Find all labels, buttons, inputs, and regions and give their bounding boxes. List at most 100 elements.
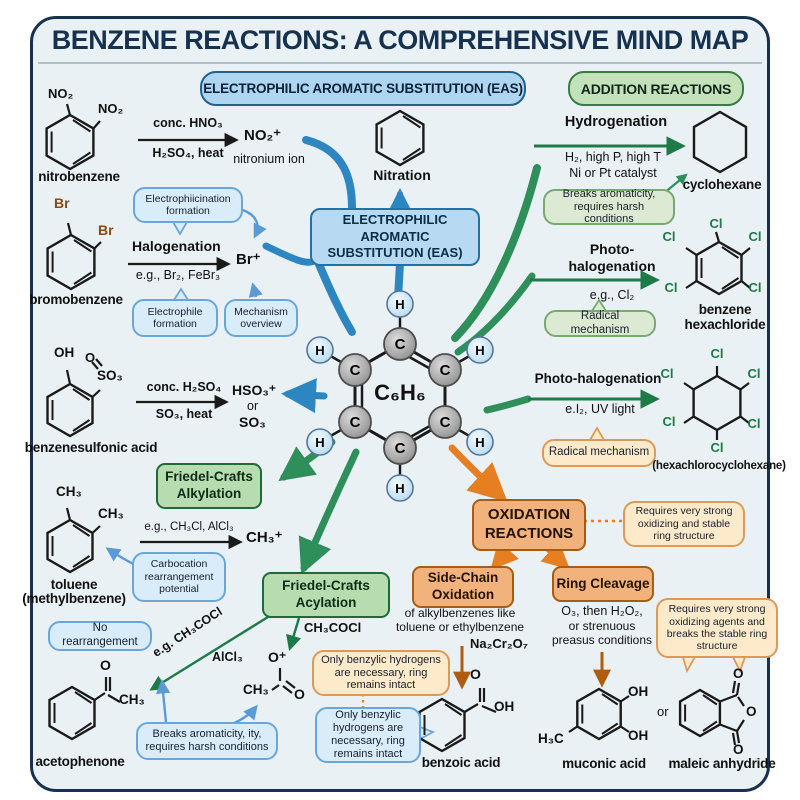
acylium-o-plus: O⁺ <box>268 649 287 665</box>
ring-cleavage-cond2: or strenuous <box>568 619 636 633</box>
muconic-h3c: H₃C <box>538 731 564 746</box>
benzoic-acid-name: benzoic acid <box>421 755 501 770</box>
hydrogen-label: H <box>475 343 484 358</box>
side-chain-oxidation-box: Side-Chain Oxidation <box>412 566 514 608</box>
hydrogenation-title: Hydrogenation <box>564 114 668 130</box>
electrophile-formation-bubble: Electrophile formation <box>132 299 218 337</box>
side-chain-line2: Oxidation <box>431 587 495 602</box>
reaction-arrows <box>128 132 688 691</box>
hydrogenation-cond1: H₂, high P, high T <box>564 150 662 164</box>
cyclohexane-name: cyclohexane <box>682 177 762 192</box>
photohal1-title: Photo- halogenation <box>566 241 658 275</box>
maleic-o-bottom: O <box>733 742 744 757</box>
fc-alkylation-line2: Alkylation <box>176 486 242 501</box>
carbon-atoms: C C C C C C <box>338 327 462 465</box>
photohal2-reagents: e.I₂, UV light <box>565 402 635 416</box>
br-right-label: Br <box>98 222 114 238</box>
alkylation-reagents: e.g., CH₃Cl, AlCl₃ <box>144 521 234 533</box>
only-benzylic-orange-bubble: Only benzylic hydrogens are necessary, r… <box>312 650 450 696</box>
hydrogen-label: H <box>395 297 404 312</box>
hydrogen-atoms: H H H H H H <box>306 290 494 502</box>
side-chain-desc2: toluene or ethylbenzene <box>395 620 525 634</box>
cl-label: Cl <box>664 280 678 295</box>
fc-alkylation-box: Friedel-Crafts Alkylation <box>156 463 262 509</box>
cl-label: Cl <box>660 366 674 381</box>
dichromate-reagent: Na₂Cr₂O₇ <box>470 636 528 651</box>
photohal1-title-line2: halogenation <box>568 257 656 274</box>
cl-label: Cl <box>747 366 761 381</box>
photohal1-title-line1: Photo- <box>589 241 635 257</box>
benzoic-oh-label: OH <box>494 699 515 714</box>
no2-right-label: NO₂ <box>98 101 124 116</box>
requires-strong-agents-bubble: Requires very strong oxidizing agents an… <box>656 598 778 658</box>
nitration-reagent-top: conc. HNO₃ <box>153 116 223 130</box>
nitration-label: Nitration <box>373 167 431 183</box>
radical-mechanism-orange-bubble: Radical mechanism <box>542 439 656 467</box>
hydrogen-label: H <box>395 481 404 496</box>
cyclohexane-structure <box>692 110 748 174</box>
maleic-anhydride-structure <box>678 680 745 746</box>
oxidation-reactions-box: OXIDATION REACTIONS <box>472 499 586 551</box>
benzenesulfonic-acid-structure <box>46 358 103 438</box>
fc-acylation-box: Friedel-Crafts Acylation <box>262 572 390 618</box>
nitronium-product: NO₂⁺ <box>244 127 282 144</box>
acetophenone-ch3-label: CH₃ <box>119 692 145 707</box>
oxidation-line2: REACTIONS <box>484 525 574 542</box>
sulfonation-or: or <box>247 399 259 413</box>
photohal1-reagents: e.g., Cl₂ <box>589 288 635 302</box>
sulfonation-reagent-bottom: SO₃, heat <box>155 407 213 421</box>
mechanism-overview-bubble: Mechanism overview <box>224 299 298 337</box>
halogenation-title: Halogenation <box>132 238 221 254</box>
acylium-ch3: CH₃ <box>243 682 269 697</box>
benzoic-o-label: O <box>470 666 481 682</box>
benzene-formula: C₆H₆ <box>374 380 426 405</box>
nitronium-note: nitronium ion <box>233 152 305 166</box>
cl-label: Cl <box>748 229 762 244</box>
muconic-oh-top: OH <box>628 684 649 699</box>
cl-label: Cl <box>747 416 761 431</box>
ring-cleavage-box: Ring Cleavage <box>552 566 654 602</box>
title-divider <box>38 62 762 64</box>
requires-strong-oxidizing-bubble: Requires very strong oxidizing and stabl… <box>623 501 745 547</box>
halogenation-reagents: e.g., Br₂, FeBr₃ <box>135 268 221 282</box>
breaks-aromaticity-acyl-bubble: Breaks aromaticity, ity, requires harsh … <box>136 722 278 760</box>
photohal2-title: Photo-halogenation <box>534 371 662 386</box>
no2-top-label: NO₂ <box>48 86 74 101</box>
addition-header-pill: ADDITION REACTIONS <box>568 71 744 106</box>
bromonium-product: Br⁺ <box>236 251 261 268</box>
acetophenone-name: acetophenone <box>35 754 125 769</box>
bromobenzene-name: bromobenzene <box>29 292 123 307</box>
carbon-label: C <box>350 414 361 431</box>
ring-cleavage-cond1: O₃, then H₂O₂, <box>561 604 643 618</box>
hexachloride-name-line1: benzene <box>698 302 752 317</box>
side-chain-line1: Side-Chain <box>427 570 499 586</box>
oxidation-line1: OXIDATION <box>487 506 571 524</box>
hexachloride-name-line2: hexachloride <box>684 317 766 332</box>
acylium-o2: O <box>294 686 305 702</box>
radical-mechanism-green-bubble: Radical mechanism <box>544 310 656 337</box>
page-title: BENZENE REACTIONS: A COMPREHENSIVE MIND … <box>51 25 749 55</box>
cl-label: Cl <box>709 216 723 231</box>
eas-main-box: ELECTROPHILIC AROMATIC SUBSTITUTION (EAS… <box>310 208 480 266</box>
br-top-label: Br <box>54 195 70 211</box>
benzenesulfonic-name: benzenesulfonic acid <box>24 440 158 455</box>
benzene-hexachloride-structure <box>685 231 751 296</box>
alcl3-label: AlCl₃ <box>212 650 243 664</box>
breaks-aromaticity-hydro-bubble: Breaks aromaticity, requires harsh condi… <box>543 188 675 225</box>
eas-box-line2: SUBSTITUTION (EAS) <box>327 245 463 261</box>
hydrogenation-cond2: Ni or Pt catalyst <box>569 166 657 180</box>
hexachlorocyclohexane-name: (hexachlorocyclohexane) <box>652 460 786 472</box>
cl-label: Cl <box>662 414 676 429</box>
ch3-top-label: CH₃ <box>56 484 82 499</box>
maleic-anhydride-name: maleic anhydride <box>668 756 776 771</box>
cl-label: Cl <box>662 229 676 244</box>
eas-box-line1: ELECTROPHILIC AROMATIC <box>342 211 448 244</box>
ring-cleavage-label: Ring Cleavage <box>556 575 650 591</box>
oh-sulfo-label: OH <box>54 345 75 360</box>
benzene-molecule: C C C C C C H H H H H H <box>306 290 494 502</box>
fc-alkylation-line1: Friedel-Crafts <box>165 469 253 485</box>
fc-acylation-line2: Acylation <box>295 595 357 610</box>
fc-acylation-line1: Friedel-Crafts <box>282 578 370 594</box>
side-chain-desc1: of alkylbenzenes like <box>404 606 516 620</box>
